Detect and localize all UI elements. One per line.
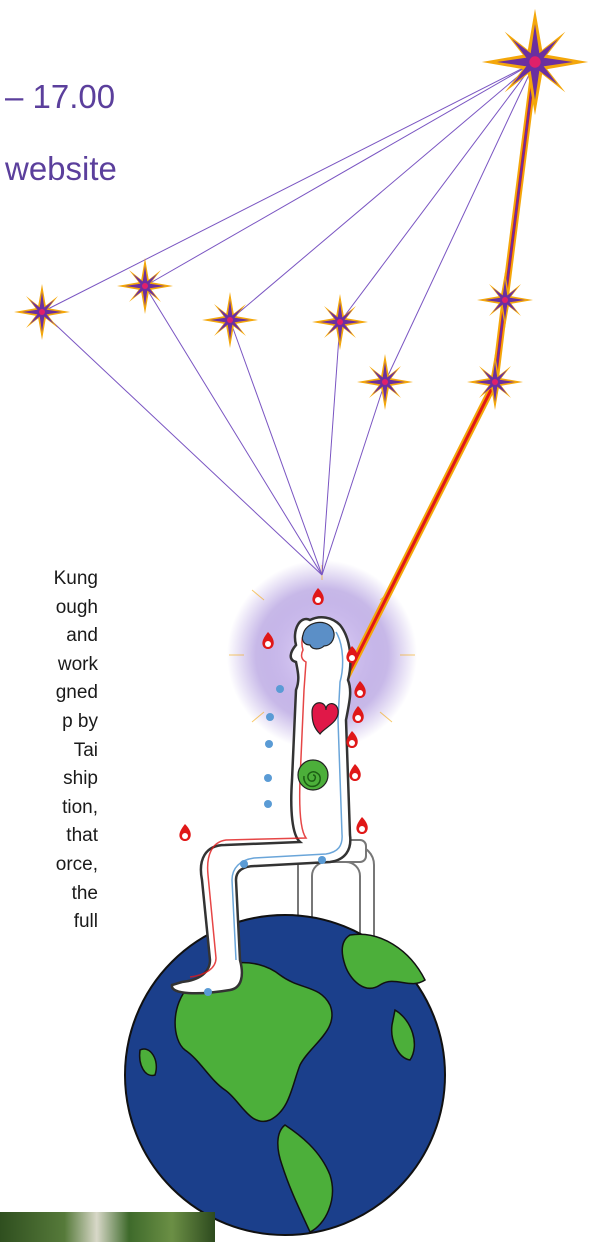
beam-core (495, 62, 535, 382)
star-icon (467, 354, 523, 410)
star-icon (312, 294, 368, 350)
flame-icon (179, 824, 190, 841)
star-icon (117, 258, 173, 314)
earth-icon (125, 915, 445, 1235)
star-icon (14, 284, 70, 340)
spiral-icon (298, 760, 328, 790)
constellation-lines (42, 62, 535, 575)
star-icon (477, 272, 533, 328)
flame-icon (349, 764, 360, 781)
star-icon (202, 292, 258, 348)
star-icon (357, 354, 413, 410)
photo-thumbnail (0, 1212, 215, 1242)
star-icon (482, 9, 588, 115)
flame-icon (356, 817, 367, 834)
